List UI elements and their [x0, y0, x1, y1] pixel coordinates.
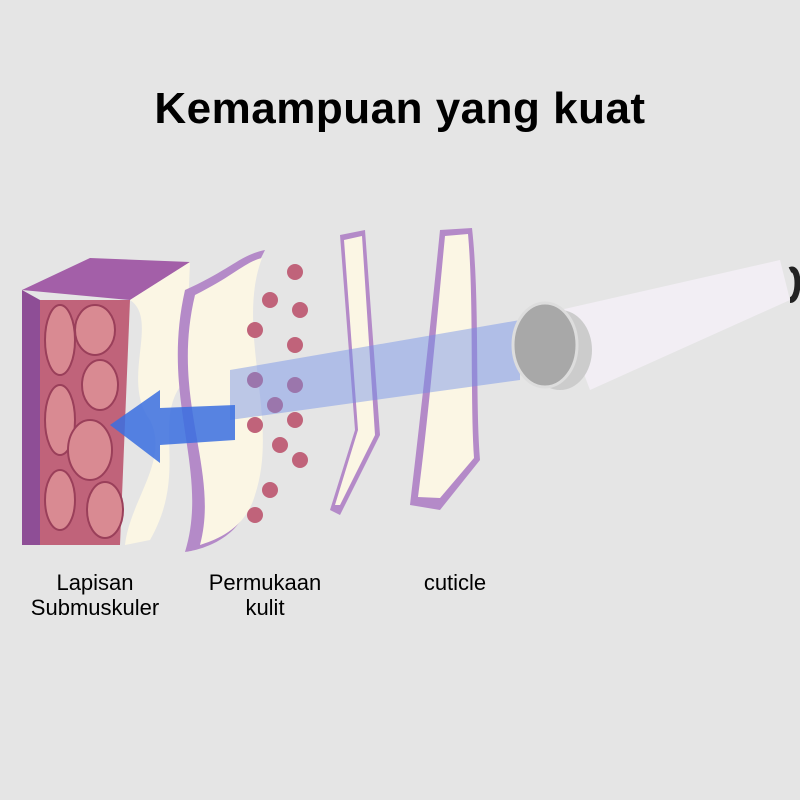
label-line: kulit: [245, 595, 285, 620]
skin-surface-layer: [177, 250, 265, 552]
ultrasound-beam: [230, 320, 520, 420]
cuticle-layer: [410, 228, 480, 510]
label-line: Permukaan: [208, 570, 322, 595]
submuscular-layer: [22, 258, 190, 545]
label-skin-surface: Permukaan kulit: [180, 570, 350, 620]
middle-layer: [330, 230, 380, 515]
direction-arrow: [110, 390, 235, 463]
page-title: Kemampuan yang kuat: [154, 84, 646, 133]
label-line: cuticle: [423, 570, 487, 595]
label-line: Submuskuler: [30, 595, 160, 620]
label-cuticle: cuticle: [370, 570, 540, 595]
particles: [247, 264, 308, 523]
label-submuscular-layer: Lapisan Submuskuler: [10, 570, 180, 620]
ultrasound-probe: [511, 260, 800, 390]
label-line: Lapisan: [56, 570, 134, 595]
